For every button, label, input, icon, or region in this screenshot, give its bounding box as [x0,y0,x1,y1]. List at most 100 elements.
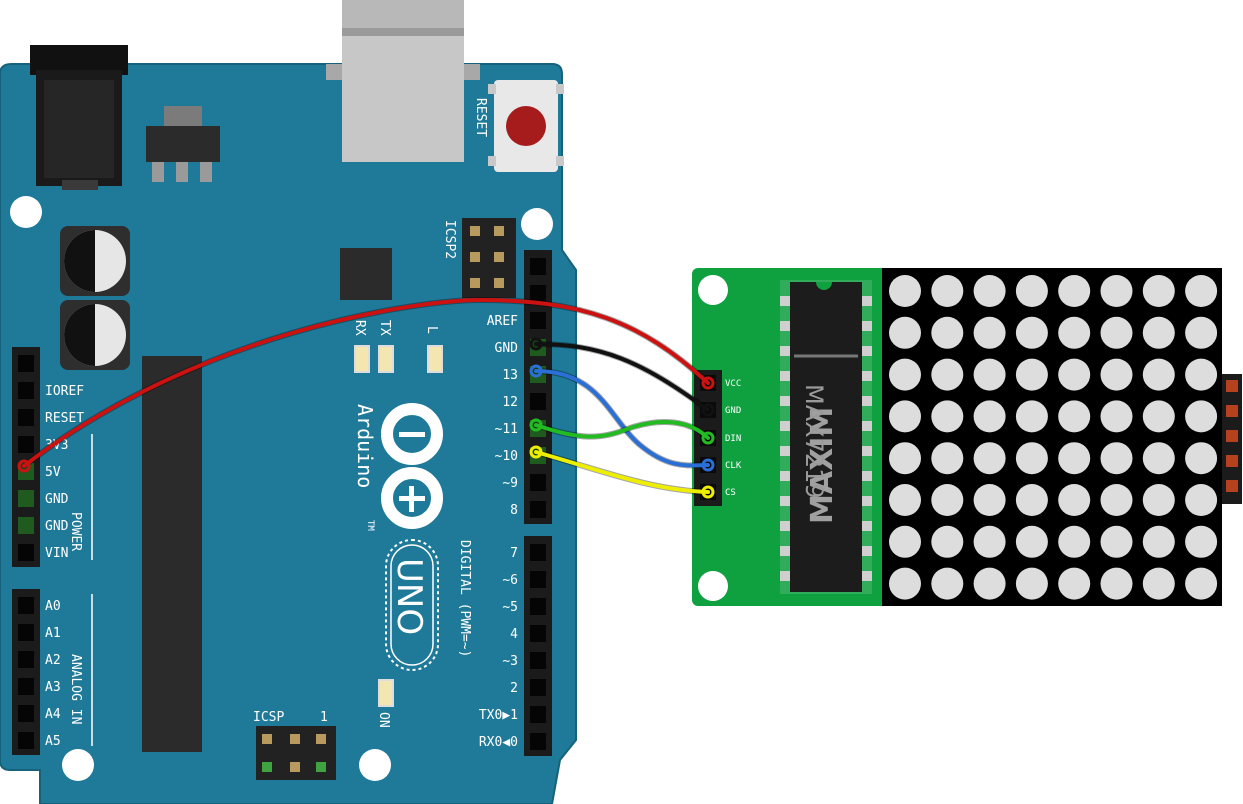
module-mount-hole [698,571,728,601]
icsp-pin1-label: 1 [320,710,328,725]
matrix-led [973,275,1006,307]
led-matrix-panel [882,268,1222,606]
wire-end [701,485,715,499]
matrix-led [973,400,1006,433]
module-output-header [1222,374,1242,504]
usb-serial-chip [340,248,392,300]
wire-end [529,364,543,378]
analog-pin-socket-0 [18,597,34,614]
matrix-led [1142,275,1175,307]
power-pin-socket-5 [18,490,34,507]
wire-end [529,418,543,432]
matrix-led [889,275,921,307]
digital-pin-socket-1 [530,285,546,302]
digital-pin-label: ~3 [502,654,518,669]
matrix-led [931,275,964,307]
matrix-led [1015,484,1048,516]
wire-cs [534,450,710,494]
digital-pin-socket-lower-2 [530,598,546,615]
reset-label: RESET [473,98,488,137]
mount-hole [359,749,391,781]
rx-label: RX [352,320,367,336]
digital-pin-label: AREF [487,314,518,329]
wire-end [529,337,543,351]
matrix-led [931,358,964,391]
mount-hole [10,196,42,228]
power-pin-socket-3 [18,436,34,453]
on-label: ON [376,712,391,728]
matrix-led [1142,484,1175,516]
matrix-led [931,567,964,600]
digital-pin-label: RX0◀0 [479,735,518,750]
digital-pin-header [524,250,552,756]
matrix-led [1100,400,1133,433]
icsp2-header [462,218,516,298]
digital-pin-socket-lower-5 [530,679,546,696]
matrix-led [1015,442,1048,475]
uno-badge [385,539,439,671]
analog-group-label: ANALOG IN [68,654,83,724]
power-pin-label: IOREF [45,384,84,399]
l-led [427,345,443,373]
analog-pin-label: A5 [45,734,61,749]
analog-pin-label: A0 [45,599,61,614]
matrix-led [889,525,921,558]
matrix-led [973,358,1006,391]
analog-pin-label: A2 [45,653,61,668]
module-pin-label: CLK [725,461,742,471]
on-led [378,679,394,707]
matrix-led [1058,484,1091,516]
wire-end [17,459,31,473]
power-pin-label: 3V3 [45,438,68,453]
matrix-led [1185,484,1218,516]
uno-model-label: UNO [389,558,429,635]
icsp-label: ICSP [253,710,284,725]
chip-model-label: MAX7219 [800,384,828,499]
matrix-led [1185,358,1218,391]
matrix-led [889,358,921,391]
mount-hole [62,749,94,781]
power-pin-socket-0 [18,355,34,372]
power-pin-label: 5V [45,465,61,480]
digital-pin-socket-lower-0 [530,544,546,561]
digital-pin-label: 7 [510,546,518,561]
jumper-wires [17,296,715,499]
wire-end [701,403,715,417]
matrix-led [1058,275,1091,307]
matrix-led [889,400,921,433]
power-pin-socket-7 [18,544,34,561]
matrix-led [1058,316,1091,349]
digital-pin-label: 8 [510,503,518,518]
l-label: L [424,326,439,334]
usb-connector [326,0,480,162]
arduino-uno-board: RESET ICSP2 RX TX L Arduino TM [0,0,577,804]
reset-button[interactable] [488,80,564,172]
digital-pin-label: ~5 [502,600,518,615]
tx-led [378,345,394,373]
wire-gnd [534,342,710,412]
digital-group-label: DIGITAL (PWM=~) [457,540,472,657]
matrix-led [1015,567,1048,600]
arduino-infinity-logo [381,403,443,529]
capacitor [60,226,130,296]
module-output-pin [1226,455,1238,467]
module-output-pin [1226,380,1238,392]
power-pin-label: VIN [45,546,68,561]
tx-label: TX [377,320,392,336]
mount-hole [521,208,553,240]
analog-pin-socket-5 [18,732,34,749]
trademark-label: TM [365,520,375,531]
matrix-led [973,567,1006,600]
matrix-led [889,316,921,349]
digital-pin-socket-9 [530,501,546,518]
digital-pin-label: ~11 [495,422,518,437]
wire-end [701,376,715,390]
digital-pin-socket-lower-1 [530,571,546,588]
matrix-led [1100,275,1133,307]
power-pin-socket-1 [18,382,34,399]
digital-pin-label: 4 [510,627,518,642]
digital-pin-label: ~6 [502,573,518,588]
matrix-led [973,442,1006,475]
